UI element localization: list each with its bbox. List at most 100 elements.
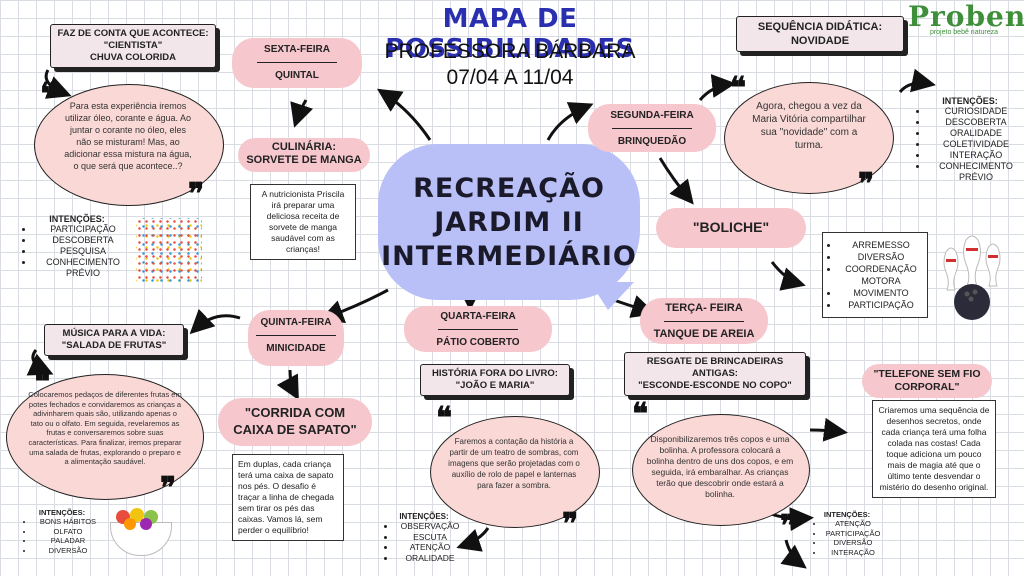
arrow-wed-intents [456,527,490,552]
quote-close-icon: ❞ [188,177,205,212]
thursday-card-line-2: "SALADA DE FRUTAS" [61,340,167,351]
friday-intents-title: INTENÇÕES: [49,214,105,224]
arrow-monday-boliche [658,157,694,205]
friday-intents-list: PARTICIPAÇÃO DESCOBERTA PESQUISA CONHECI… [22,224,132,279]
arrow-friday-culinaria [290,99,314,128]
confetti-image [136,218,202,282]
thursday-intents: INTENÇÕES: BONS HÁBITOS OLFATO PALADAR D… [22,508,102,555]
tuesday-activity-label: "TELEFONE SEM FIO CORPORAL" [873,368,981,393]
intent-item: PARTICIPAÇÃO [824,529,882,539]
center-bubble [378,144,640,300]
boliche-item: PARTICIPAÇÃO [839,299,923,311]
wednesday-pill: QUARTA-FEIRA ———————— PÁTIO COBERTO [404,306,552,352]
boliche-item: DIVERSÃO [839,251,923,263]
monday-activity-pill: "BOLICHE" [656,208,806,248]
center-title: RECREAÇÃO JARDIM II INTERMEDIÁRIO [378,172,640,274]
tuesday-pill: TERÇA- FEIRA ———————— TANQUE DE AREIA [640,298,768,344]
tuesday-card-line-1: RESGATE DE BRINCADEIRAS ANTIGAS: [646,356,784,379]
quote-open-icon: ❝ [34,365,51,400]
logo: Proben projeto bebê natureza [908,0,1024,36]
intent-item: ORALIDADE [396,553,464,564]
intent-item: CONHECIMENTO PRÉVIO [928,161,1024,183]
boliche-item: MOVIMENTO [839,287,923,299]
friday-separator: ———————— [257,57,337,68]
page-title: MAPA DE POSSIBILIDADES [385,4,635,64]
center-line-2: JARDIM II [434,207,584,238]
thursday-bubble-text: Colocaremos pedaços de diferentes frutas… [28,390,182,467]
tuesday-card-title: RESGATE DE BRINCADEIRAS ANTIGAS: "ESCOND… [624,352,806,396]
friday-activity-note: A nutricionista Priscila irá preparar um… [250,184,356,260]
intent-item: PALADAR [34,536,102,546]
thursday-bubble [6,374,204,500]
intent-item: DESCOBERTA [928,117,1024,128]
center-line-3: INTERMEDIÁRIO [381,241,637,272]
friday-intents: INTENÇÕES: PARTICIPAÇÃO DESCOBERTA PESQU… [22,214,132,279]
monday-theme-label: BRINQUEDÃO [617,136,687,147]
wednesday-card-title: HISTÓRIA FORA DO LIVRO: "JOÃO E MARIA" [420,364,570,396]
thursday-card-title: MÚSICA PARA A VIDA: "SALADA DE FRUTAS" [44,324,184,356]
date-range: 07/04 A 11/04 [446,66,574,89]
center-bubble-tail [590,282,634,310]
intent-item: ORALIDADE [928,128,1024,139]
arrow-monday-intents [898,68,936,94]
arrow-boliche-list [770,261,806,291]
monday-day-label: SEGUNDA-FEIRA [610,110,694,121]
boliche-item: COORDENAÇÃO MOTORA [839,263,923,287]
logo-word: Proben [908,0,1024,33]
arrow-friday-bubble [44,69,72,99]
friday-bubble [34,84,224,206]
thursday-theme-label: MINICIDADE [266,343,326,354]
thursday-intents-title: INTENÇÕES: [38,508,86,517]
tuesday-day-label: TERÇA- FEIRA [665,302,743,314]
intent-item: BONS HÁBITOS [34,517,102,527]
tuesday-activity-note: Criaremos uma sequência de desenhos secr… [872,400,996,498]
monday-activity-label: "BOLICHE" [692,219,770,235]
wednesday-intents-title: INTENÇÕES: [399,512,449,521]
monday-separator: ———————— [612,123,692,134]
monday-intents-list: CURIOSIDADE DESCOBERTA ORALIDADE COLETIV… [916,106,1024,183]
friday-card-line-3: CHUVA COLORIDA [89,52,177,63]
intent-item: ESCUTA [396,532,464,543]
intent-item: COLETIVIDADE [928,139,1024,150]
arrow-to-monday [546,102,594,141]
tuesday-bubble [632,414,810,526]
monday-pill: SEGUNDA-FEIRA ———————— BRINQUEDÃO [588,104,716,152]
logo-tagline: projeto bebê natureza [929,29,999,36]
intent-item: ATENÇÃO [824,519,882,529]
monday-card-line-1: SEQUÊNCIA DIDÁTICA: [757,21,883,33]
boliche-item: ARREMESSO [839,239,923,251]
wednesday-intents: INTENÇÕES: OBSERVAÇÃO ESCUTA ATENÇÃO ORA… [384,512,464,563]
monday-bubble [724,82,894,194]
quote-open-icon: ❝ [436,401,453,436]
thursday-activity-pill: "CORRIDA COM CAIXA DE SAPATO" [218,398,372,446]
intent-item: DIVERSÃO [34,546,102,556]
tuesday-intents-list: ATENÇÃO PARTICIPAÇÃO DIVERSÃO INTERAÇÃO [812,519,882,557]
friday-card-title: FAZ DE CONTA QUE ACONTECE: "CIENTISTA" C… [50,24,216,68]
wednesday-day-label: QUARTA-FEIRA [440,311,516,322]
wednesday-card-line-1: HISTÓRIA FORA DO LIVRO: [432,368,558,379]
intent-item: PARTICIPAÇÃO [34,224,132,235]
friday-card-line-2: "CIENTISTA" [103,40,163,51]
thursday-separator: ———————— [256,330,336,341]
wednesday-bubble-text: Faremos a contação da história a partir … [448,437,580,490]
boliche-list: ARREMESSO DIVERSÃO COORDENAÇÃO MOTORA MO… [827,239,923,311]
center-line-1: RECREAÇÃO [413,173,605,204]
arrow-thursday-music [189,308,241,335]
arrow-tue-telefone [809,417,848,442]
fruit-salad-image [110,506,172,556]
teacher-name: PROFESSORA BÁRBARA [384,40,636,63]
thursday-card-line-1: MÚSICA PARA A VIDA: [62,328,166,339]
quote-close-icon: ❞ [160,471,177,506]
tuesday-activity-pill: "TELEFONE SEM FIO CORPORAL" [862,364,992,398]
arrow-thursday-activity [276,369,299,401]
thursday-activity-label: "CORRIDA COM CAIXA DE SAPATO" [233,405,357,437]
quote-open-icon: ❝ [40,77,57,112]
tuesday-separator: ———————— [664,316,744,327]
monday-intents: INTENÇÕES: CURIOSIDADE DESCOBERTA ORALID… [916,96,1024,183]
intent-item: ATENÇÃO [396,542,464,553]
friday-activity-pill: CULINÁRIA: SORVETE DE MANGA [238,138,370,172]
arrow-music-bubble [26,349,54,376]
quote-close-icon: ❞ [858,167,875,202]
quote-open-icon: ❝ [730,71,747,106]
friday-bubble-text: Para esta experiência iremos utilizar ól… [64,101,192,171]
